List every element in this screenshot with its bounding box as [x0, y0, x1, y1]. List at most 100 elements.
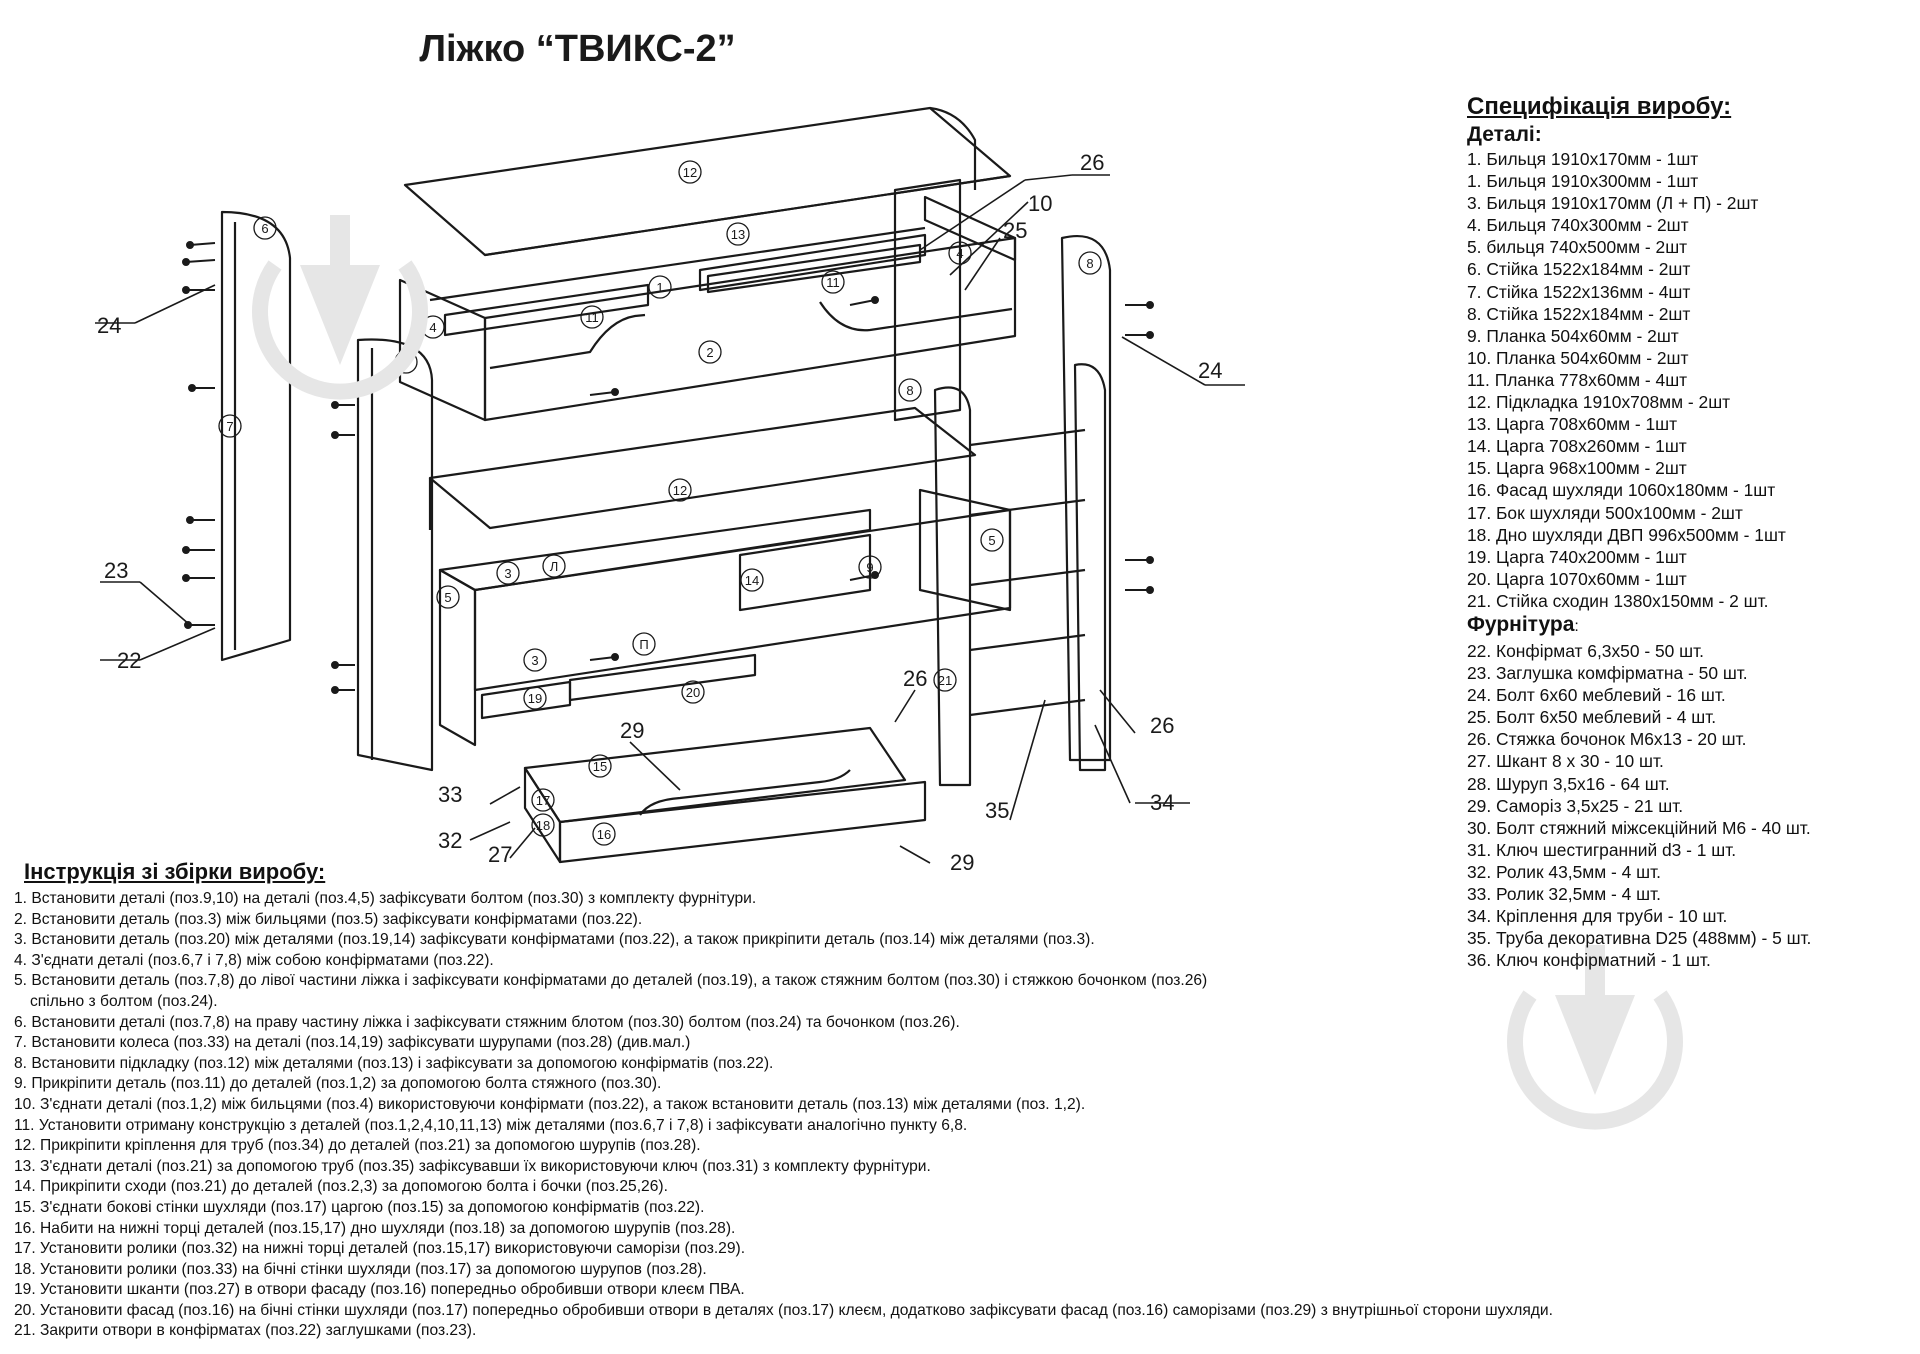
- part-14-divider: [738, 533, 872, 612]
- callout: 26: [903, 666, 927, 691]
- part-1-back-rail: [429, 226, 926, 302]
- detail-item: 4. Бильця 740х300мм - 2шт: [1467, 215, 1689, 236]
- instruction-step: 11. Установити отриману конструкцію з де…: [14, 1116, 968, 1134]
- instruction-step: 1. Встановити деталі (поз.9,10) на детал…: [14, 890, 757, 907]
- part-marker: 4: [956, 246, 963, 261]
- part-marker: 1: [656, 280, 663, 295]
- part-11-slat-right: [706, 243, 922, 294]
- hardware-heading-text: Фурнітура: [1467, 612, 1575, 636]
- part-marker: 7: [226, 419, 233, 434]
- hardware-item: 22. Конфірмат 6,3х50 - 50 шт.: [1467, 640, 1704, 661]
- instruction-step: 3. Встановити деталь (поз.20) між деталя…: [14, 931, 1095, 949]
- instruction-step: 12. Прикріпити кріплення для труб (поз.3…: [14, 1137, 701, 1155]
- part-marker: 19: [528, 691, 542, 706]
- hardware-item: 27. Шкант 8 х 30 - 10 шт.: [1467, 751, 1664, 772]
- callout: 25: [1003, 218, 1027, 243]
- part-12-top-edge: [484, 174, 1011, 257]
- part-2-cutout-right: [819, 301, 1013, 332]
- hardware-item: 31. Ключ шестигранний d3 - 1 шт.: [1467, 839, 1737, 860]
- detail-item: 7. Стійка 1522х136мм - 4шт: [1467, 281, 1691, 302]
- detail-item: 8. Стійка 1522х184мм - 2шт: [1467, 303, 1691, 324]
- hardware-item: 33. Ролик 32,5мм - 4 шт.: [1467, 884, 1661, 904]
- part-17-drawer-side: [523, 766, 562, 864]
- part-12-lower-base: [428, 406, 977, 530]
- part-4-upper-end-right: [923, 195, 1017, 262]
- part-marker: 6: [261, 221, 268, 236]
- part-marker: 3: [504, 566, 511, 581]
- part-marker: 17: [536, 793, 550, 808]
- detail-item: 5. бильця 740х500мм - 2шт: [1467, 237, 1688, 258]
- hardware-item: 34. Кріплення для труби - 10 шт.: [1467, 906, 1728, 927]
- callout: 22: [117, 648, 141, 673]
- part-marker: 5: [988, 533, 995, 548]
- instruction-step: 16. Набити на нижні торці деталей (поз.1…: [14, 1219, 736, 1237]
- part-marker: 12: [673, 483, 687, 498]
- part-marker: 2: [706, 345, 713, 360]
- part-11-slat-left: [443, 283, 650, 337]
- detail-item: 15. Царга 968х100мм - 2шт: [1467, 458, 1687, 479]
- part-marker: 16: [597, 827, 611, 842]
- callout: 34: [1150, 790, 1174, 815]
- hardware-list: 22. Конфірмат 6,3х50 - 50 шт.23. Заглушк…: [1467, 640, 1907, 971]
- ladder-pipes: [969, 428, 1086, 717]
- callout: 10: [1028, 191, 1052, 216]
- part-19-rail: [480, 680, 572, 720]
- part-marker: 8: [1086, 256, 1093, 271]
- part-4-upper-end-left: [398, 278, 487, 422]
- hardware-item: 23. Заглушка комфірматна - 50 шт.: [1467, 663, 1748, 684]
- part-5-lower-end-right: [918, 488, 1012, 612]
- part-marker: 8: [906, 383, 913, 398]
- detail-item: 19. Царга 740х200мм - 1шт: [1467, 546, 1687, 567]
- callout: 26: [1150, 713, 1174, 738]
- callout: 35: [985, 798, 1009, 823]
- instruction-step: 14. Прикріпити сходи (поз.21) до деталей…: [14, 1178, 668, 1196]
- instruction-step: 7. Встановити колеса (поз.33) на деталі …: [14, 1034, 691, 1052]
- steps-list: 1. Встановити деталі (поз.9,10) на детал…: [14, 889, 1904, 1342]
- hardware-heading-tail: :: [1574, 617, 1579, 635]
- part-marker: 20: [686, 685, 700, 700]
- part-marker: 3: [531, 653, 538, 668]
- drawer-handle-cutout: [639, 769, 851, 816]
- part-20-rail: [568, 653, 757, 702]
- callout: 24: [1198, 358, 1222, 383]
- callout: 29: [950, 850, 974, 875]
- part-marker: 5: [444, 590, 451, 605]
- part-13-slat: [698, 233, 927, 292]
- callout: 29: [620, 718, 644, 743]
- instruction-step: 15. З'єднати бокові стінки шухляди (поз.…: [14, 1198, 705, 1216]
- watermark-icon: [1507, 945, 1683, 1130]
- detail-item: 12. Підкладка 1910х708мм - 2шт: [1467, 392, 1731, 413]
- part-marker: 21: [938, 673, 952, 688]
- instruction-step: 10. З'єднати деталі (поз.1,2) між бильця…: [14, 1095, 1086, 1113]
- part-8-back-top: [929, 106, 977, 190]
- part-marker: 11: [585, 310, 599, 325]
- hardware-item: 29. Саморіз 3,5х25 - 21 шт.: [1467, 795, 1684, 816]
- part-8-post-right-front: [933, 386, 972, 787]
- instruction-step: 13. З'єднати деталі (поз.21) за допомого…: [14, 1157, 931, 1175]
- part-marker: 13: [731, 227, 745, 242]
- specification-panel: Специфікація виробу: Деталі: 1. Бильця 1…: [1467, 92, 1907, 971]
- instructions-title: Інструкція зі збірки виробу:: [24, 859, 326, 884]
- instruction-step: 8. Встановити підкладку (поз.12) між дет…: [14, 1054, 774, 1072]
- instruction-step: 17. Установити ролики (поз.32) на нижні …: [14, 1240, 746, 1258]
- part-6-post-left-back: [220, 210, 292, 662]
- part-marker: 12: [683, 165, 697, 180]
- part-markers: 12 13 1 11 11 2 4 4 6 6 7 8 8 12 3 Л 14 …: [218, 160, 1102, 846]
- assembly-diagram: 24 24 23 22 26 10 25 26 26 33 32 27 29 2…: [95, 106, 1245, 875]
- part-15-drawer-back: [523, 726, 907, 824]
- part-16-drawer-front: [558, 780, 927, 864]
- part-marker: Л: [550, 559, 559, 574]
- detail-item: 1. Бильця 1910х170мм - 1шт: [1467, 149, 1699, 169]
- details-heading: Деталі:: [1467, 123, 1542, 146]
- instruction-step-continuation: спільно з болтом (поз.24).: [30, 992, 218, 1010]
- detail-item: 9. Планка 504х60мм - 2шт: [1467, 325, 1679, 346]
- watermark-icon: [252, 215, 428, 400]
- callout: 23: [104, 558, 128, 583]
- part-marker: 18: [536, 818, 550, 833]
- part-12-top-base: [403, 106, 1012, 257]
- callout: 24: [97, 313, 121, 338]
- part-marker: 9: [866, 560, 873, 575]
- hardware-item: 32. Ролик 43,5мм - 4 шт.: [1467, 861, 1661, 882]
- part-3-lower-back: [438, 508, 872, 592]
